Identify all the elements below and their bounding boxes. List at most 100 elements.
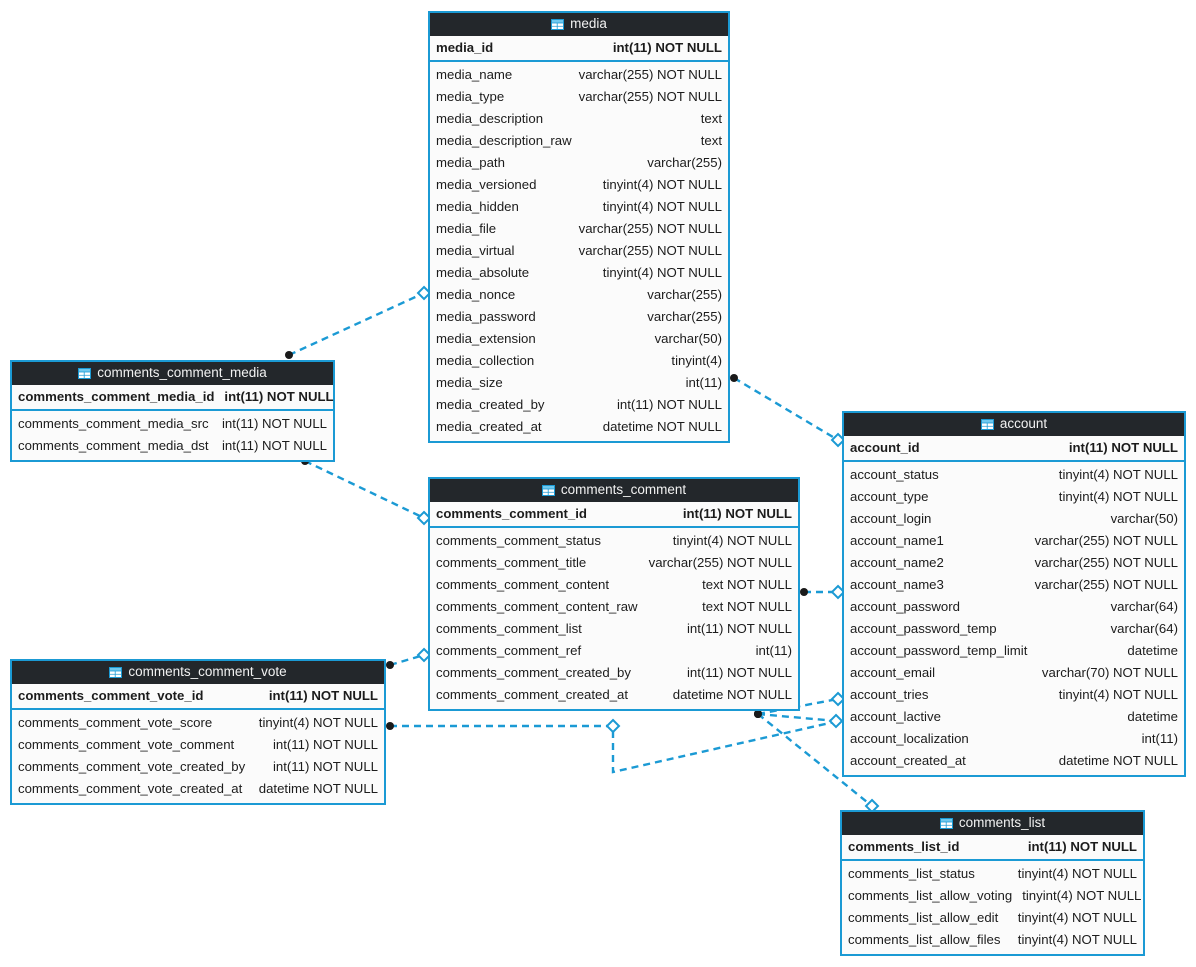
- column-name: comments_comment_ref: [436, 643, 582, 658]
- column-type: text NOT NULL: [702, 577, 792, 592]
- column-type: text: [700, 133, 722, 148]
- column-type: tinyint(4): [671, 353, 722, 368]
- table-header-comments_comment_media[interactable]: comments_comment_media: [12, 362, 333, 385]
- column-name: comments_list_allow_edit: [848, 910, 999, 925]
- column-type: varchar(255) NOT NULL: [1034, 555, 1178, 570]
- column-name: media_collection: [436, 353, 535, 368]
- column-type: varchar(255) NOT NULL: [578, 89, 722, 104]
- column-name: account_password_temp: [850, 621, 997, 636]
- column-type: varchar(64): [1110, 599, 1178, 614]
- column-type: varchar(64): [1110, 621, 1178, 636]
- column-type: varchar(255) NOT NULL: [648, 555, 792, 570]
- column-name: account_tries: [850, 687, 929, 702]
- column-name: account_name2: [850, 555, 944, 570]
- table-header-comments_comment_vote[interactable]: comments_comment_vote: [12, 661, 384, 684]
- column-type: int(11) NOT NULL: [224, 389, 334, 404]
- column-name: media_created_by: [436, 397, 545, 412]
- column-row[interactable]: account_email varchar(70) NOT NULL: [844, 662, 1184, 684]
- column-type: varchar(70) NOT NULL: [1041, 665, 1178, 680]
- table-header-comments_list[interactable]: comments_list: [842, 812, 1143, 835]
- column-row[interactable]: account_name2 varchar(255) NOT NULL: [844, 552, 1184, 574]
- table-header-comments_comment[interactable]: comments_comment: [430, 479, 798, 502]
- column-type: int(11): [1141, 731, 1178, 746]
- column-name: media_created_at: [436, 419, 542, 434]
- column-name: media_extension: [436, 331, 536, 346]
- column-type: text NOT NULL: [702, 599, 792, 614]
- table-header-media[interactable]: media: [430, 13, 728, 36]
- column-type: varchar(255) NOT NULL: [1034, 533, 1178, 548]
- column-type: tinyint(4) NOT NULL: [602, 199, 722, 214]
- table-icon: [980, 418, 994, 430]
- column-type: tinyint(4) NOT NULL: [672, 533, 792, 548]
- column-row[interactable]: media_collection tinyint(4): [430, 350, 728, 372]
- column-name: comments_list_allow_files: [848, 932, 1001, 947]
- column-name: media_virtual: [436, 243, 515, 258]
- column-type: int(11) NOT NULL: [686, 665, 792, 680]
- relationship-dot-endpoint: [730, 374, 738, 382]
- column-name: account_name3: [850, 577, 944, 592]
- table-header-account[interactable]: account: [844, 413, 1184, 436]
- column-name: account_email: [850, 665, 936, 680]
- relationship-diamond-endpoint: [828, 713, 844, 729]
- relationship-line-rel-ccm-comment: [304, 459, 425, 520]
- column-row[interactable]: account_password_temp varchar(64): [844, 618, 1184, 640]
